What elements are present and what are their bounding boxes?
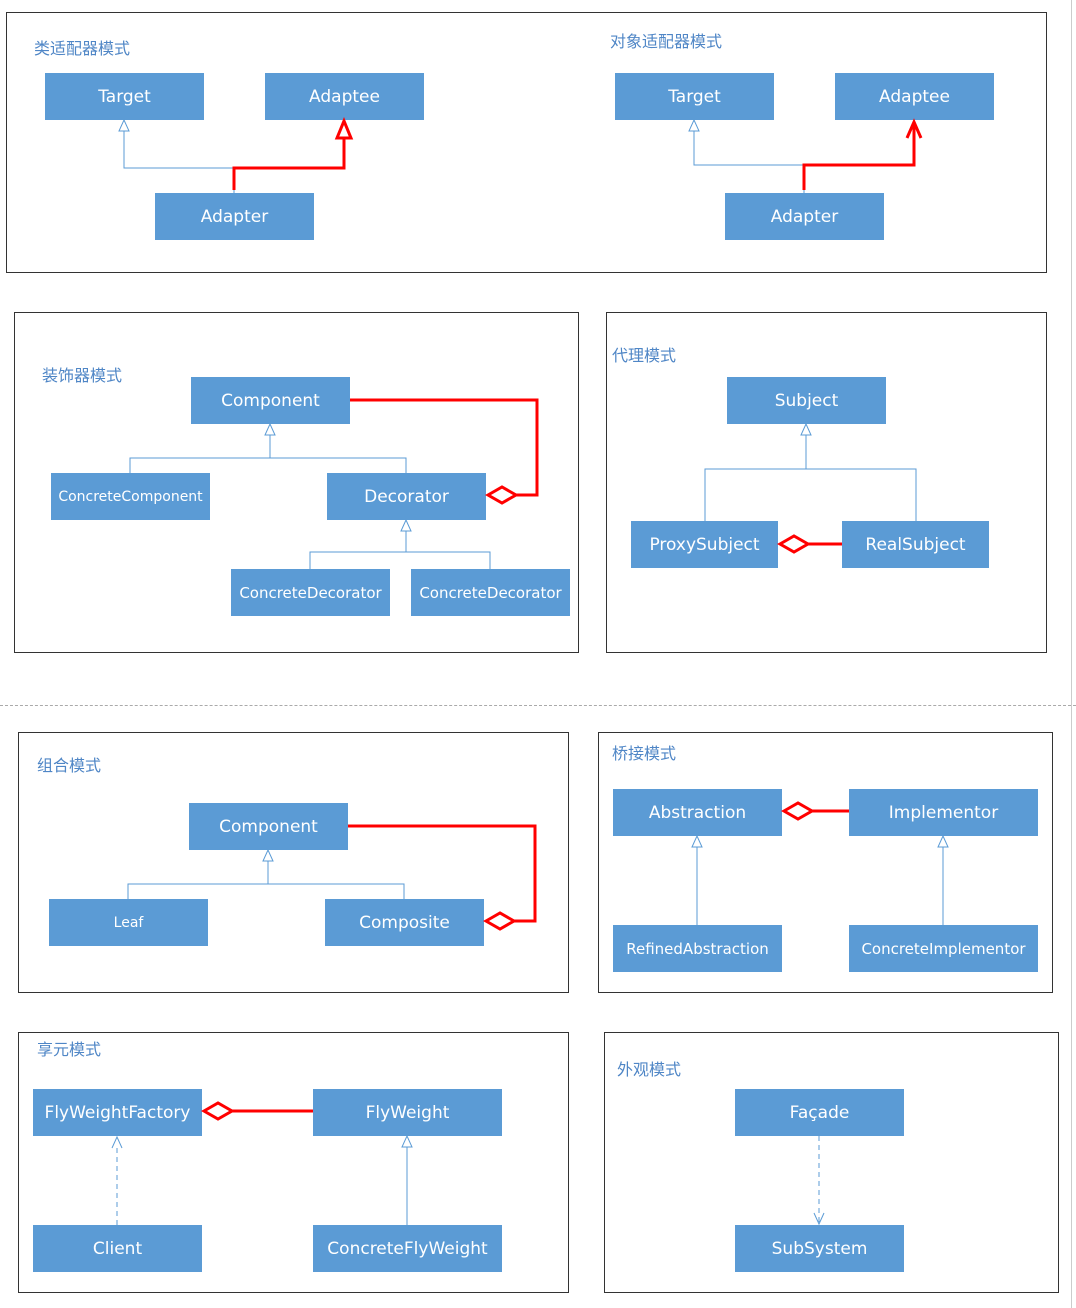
node-object-adapter-adapter: Adapter [725,193,884,240]
panel-title-proxy: 代理模式 [612,346,677,365]
section-separator [0,705,1076,706]
node-decorator-concrete-component: ConcreteComponent [51,473,210,520]
node-object-adapter-adaptee: Adaptee [835,73,994,120]
panel-title-composite: 组合模式 [37,756,102,775]
node-decorator-decorator: Decorator [327,473,486,520]
node-class-adapter-target: Target [45,73,204,120]
panel-title-bridge: 桥接模式 [612,744,677,763]
panel-title-decorator: 装饰器模式 [42,366,123,385]
node-proxy-proxy-subject: ProxySubject [631,521,778,568]
panel-title-flyweight: 享元模式 [37,1040,102,1059]
page-right-border [1071,0,1072,1308]
panel-title-facade: 外观模式 [617,1060,682,1079]
node-bridge-refined-abstraction: RefinedAbstraction [613,925,782,972]
node-flyweight-factory: FlyWeightFactory [33,1089,202,1136]
node-proxy-real-subject: RealSubject [842,521,989,568]
node-composite-composite: Composite [325,899,484,946]
node-composite-leaf: Leaf [49,899,208,946]
node-facade-facade: Façade [735,1089,904,1136]
node-flyweight-concrete-flyweight: ConcreteFlyWeight [313,1225,502,1272]
node-class-adapter-adapter: Adapter [155,193,314,240]
node-bridge-abstraction: Abstraction [613,789,782,836]
node-flyweight-client: Client [33,1225,202,1272]
node-flyweight-flyweight: FlyWeight [313,1089,502,1136]
node-object-adapter-target: Target [615,73,774,120]
node-facade-subsystem: SubSystem [735,1225,904,1272]
node-decorator-component: Component [191,377,350,424]
node-bridge-implementor: Implementor [849,789,1038,836]
node-decorator-concrete-decorator-a: ConcreteDecorator [231,569,390,616]
node-composite-component: Component [189,803,348,850]
node-proxy-subject: Subject [727,377,886,424]
node-bridge-concrete-implementor: ConcreteImplementor [849,925,1038,972]
node-decorator-concrete-decorator-b: ConcreteDecorator [411,569,570,616]
node-class-adapter-adaptee: Adaptee [265,73,424,120]
panel-title-object-adapter: 对象适配器模式 [610,32,723,51]
panel-title-class-adapter: 类适配器模式 [34,39,131,58]
